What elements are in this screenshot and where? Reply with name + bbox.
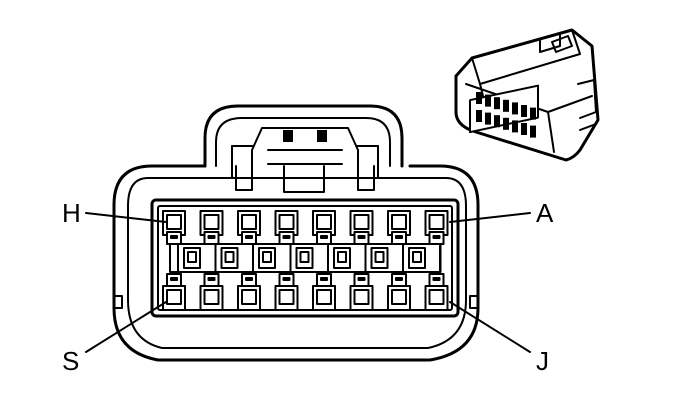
isometric-cavities [476, 92, 536, 138]
cavity-middle-inner [187, 251, 197, 263]
cavity-bottom-inner [278, 289, 295, 305]
cavity-top-step-inner [320, 235, 328, 239]
connector-isometric-view [454, 28, 600, 162]
cavity-middle-inner [412, 251, 422, 263]
iso-cavity [485, 112, 491, 125]
cavity-bottom-inner [391, 289, 407, 305]
cavity-bottom-inner [353, 289, 370, 305]
cavity-top-inner [278, 214, 295, 230]
cavity-bottom-step-inner [395, 277, 403, 281]
iso-cavity [530, 125, 536, 138]
cavity-top-inner [353, 214, 370, 230]
cavity-top-step-inner [395, 235, 403, 239]
connector-face [112, 104, 480, 362]
cavity-top-inner [241, 214, 257, 230]
cavity-top-inner [391, 214, 407, 230]
iso-cavity [512, 120, 518, 133]
cavity-middle-inner [262, 251, 272, 263]
pin-label-a: A [536, 198, 554, 228]
cavity-bottom-step-inner [320, 277, 328, 281]
pin-label-h: H [62, 198, 81, 228]
cavity-bottom-step-inner [432, 277, 441, 281]
cavity-bottom-step-inner [207, 277, 216, 281]
cavity-top-inner [203, 214, 220, 230]
pin-label-j: J [536, 346, 549, 376]
cavity-bottom-step-inner [282, 277, 291, 281]
pin-label-s: S [62, 346, 79, 376]
cavity-top-step-inner [245, 235, 253, 239]
iso-cavity [476, 92, 482, 104]
cavity-bottom-inner [316, 289, 332, 305]
cavity-dividers [177, 243, 442, 273]
cavity-bottom-inner [203, 289, 220, 305]
iso-cavity [530, 107, 536, 120]
cavity-middle-inner [299, 251, 310, 263]
cavity-top-inner [428, 214, 445, 230]
cavity-top-inner [316, 214, 332, 230]
iso-cavity [512, 102, 518, 115]
terminal-cavities [162, 210, 449, 311]
iso-cavity [521, 105, 527, 117]
iso-cavity [503, 117, 509, 130]
cavity-middle-inner [224, 251, 235, 263]
cavity-top-step-inner [207, 235, 216, 239]
iso-cavity [503, 99, 509, 112]
cavity-bottom-step-inner [170, 277, 178, 281]
cavity-top-step-inner [170, 235, 178, 239]
cavity-top-step-inner [282, 235, 291, 239]
cavity-top-step-inner [357, 235, 366, 239]
iso-cavity [521, 123, 527, 135]
cavity-bottom-step-inner [245, 277, 253, 281]
iso-cavity [476, 110, 482, 122]
cavity-bottom-step-inner [357, 277, 366, 281]
cavity-top-step-inner [432, 235, 441, 239]
cavity-middle-inner [374, 251, 385, 263]
cavity-bottom-inner [428, 289, 445, 305]
iso-cavity [494, 115, 500, 128]
iso-cavity [494, 97, 500, 110]
cavity-bottom-inner [166, 289, 182, 305]
iso-cavity [485, 94, 491, 107]
cavity-middle-inner [337, 251, 347, 263]
cavity-bottom-inner [241, 289, 257, 305]
leader-lines [85, 212, 531, 353]
